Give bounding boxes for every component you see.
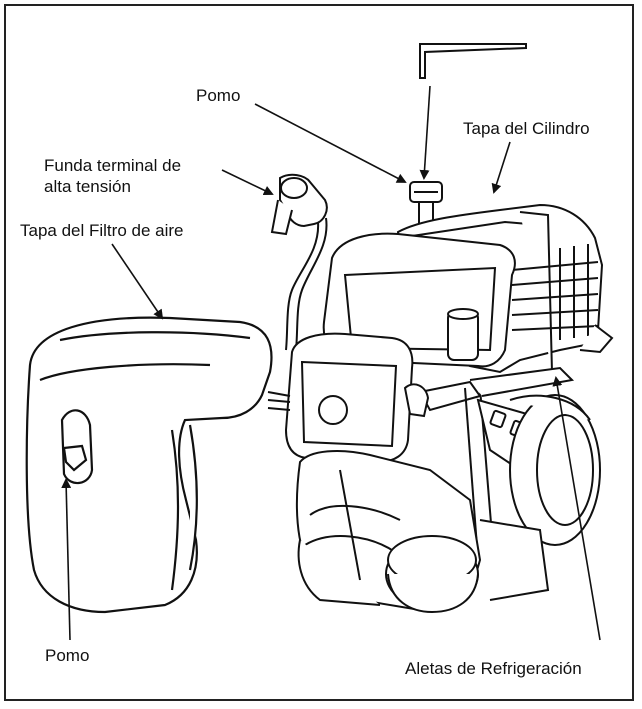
allen-wrench-icon: [419, 43, 527, 79]
callout-lines: [61, 85, 601, 641]
label-funda-line1: Funda terminal de: [44, 156, 182, 175]
label-aletas: Aletas de Refrigeración: [405, 659, 582, 678]
label-pomo-top: Pomo: [196, 86, 241, 105]
top-knob: [409, 181, 443, 225]
engine-body: [267, 203, 614, 614]
label-tapa-filtro: Tapa del Filtro de aire: [20, 221, 184, 240]
spark-plug-boot: [270, 173, 328, 351]
label-funda-line2: alta tensión: [44, 177, 131, 196]
label-pomo-bottom: Pomo: [45, 646, 90, 665]
label-tapa-cilindro: Tapa del Cilindro: [463, 119, 590, 138]
air-filter-cover: [25, 316, 273, 614]
